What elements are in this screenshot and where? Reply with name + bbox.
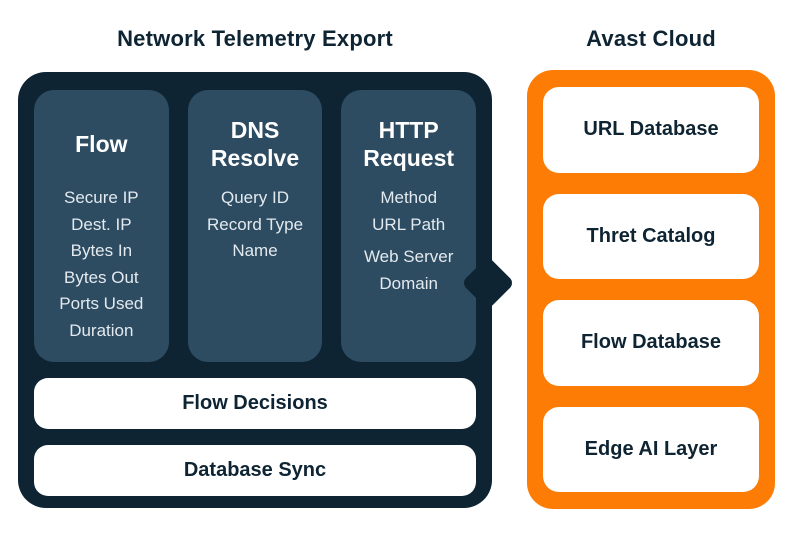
flow-item-duration: Duration bbox=[69, 320, 134, 340]
http-item-web-server-domain: Web Server Domain bbox=[363, 247, 454, 293]
dns-resolve-column: DNS Resolve Query ID Record Type Name bbox=[187, 90, 323, 362]
http-request-column: HTTP Request Method URL Path Web Server … bbox=[341, 90, 477, 362]
cloud-panel: URL Database Thret Catalog Flow Database… bbox=[527, 70, 775, 509]
url-database-box: URL Database bbox=[543, 87, 759, 173]
flow-column: Flow Secure IP Dest. IP Bytes In Bytes O… bbox=[34, 90, 169, 362]
dns-resolve-column-title: DNS Resolve bbox=[210, 117, 300, 171]
flow-decisions-bar: Flow Decisions bbox=[34, 378, 476, 429]
dns-item-record-type: Record Type bbox=[206, 214, 304, 234]
flow-column-title: Flow bbox=[75, 131, 128, 157]
http-item-method: Method bbox=[380, 188, 438, 207]
flow-item-dest-ip: Dest. IP bbox=[71, 214, 132, 234]
cloud-section-title: Avast Cloud bbox=[586, 26, 716, 51]
http-request-column-title: HTTP Request bbox=[363, 117, 455, 171]
database-sync-bar: Database Sync bbox=[34, 445, 476, 496]
dns-item-query-id: Query ID bbox=[220, 188, 290, 207]
http-item-url-path: URL Path bbox=[372, 214, 446, 234]
flow-item-ports-used: Ports Used bbox=[59, 294, 144, 313]
flow-item-bytes-in: Bytes In bbox=[70, 241, 133, 260]
dns-item-name: Name bbox=[232, 241, 278, 260]
thret-catalog-box: Thret Catalog bbox=[543, 193, 759, 279]
dns-resolve-column-items: Query ID Record Type Name bbox=[188, 185, 323, 265]
flow-database-box: Flow Database bbox=[543, 300, 759, 386]
edge-ai-layer-box: Edge AI Layer bbox=[543, 406, 759, 492]
flow-item-bytes-out: Bytes Out bbox=[64, 267, 139, 287]
flow-column-items: Secure IP Dest. IP Bytes In Bytes Out Po… bbox=[34, 185, 169, 344]
http-request-column-items: Method URL Path Web Server Domain bbox=[341, 185, 476, 297]
telemetry-panel: Flow Secure IP Dest. IP Bytes In Bytes O… bbox=[18, 72, 515, 508]
telemetry-columns: Flow Secure IP Dest. IP Bytes In Bytes O… bbox=[34, 90, 477, 362]
flow-item-secure-ip: Secure IP bbox=[64, 188, 139, 207]
telemetry-section-title: Network Telemetry Export bbox=[117, 26, 393, 51]
